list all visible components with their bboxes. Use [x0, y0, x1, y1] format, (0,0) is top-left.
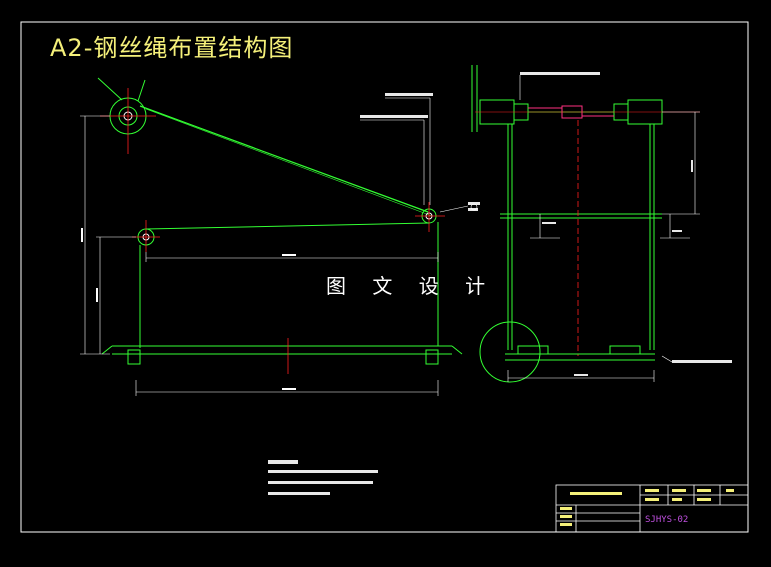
rope-callout-circle [470, 203, 478, 211]
right-dimensions [507, 111, 700, 382]
left-lower-pulley [132, 220, 160, 252]
detail-callout-circle [479, 321, 541, 383]
right-pulley [415, 202, 445, 232]
right-view-base [505, 345, 655, 361]
top-left-pulley [97, 77, 156, 154]
horizontal-wire-rope [145, 222, 430, 230]
sheet-border [20, 21, 749, 533]
drawing-number: SJHYS-02 [645, 515, 689, 525]
base-platform [101, 345, 463, 365]
technical-notes [268, 460, 378, 495]
right-dimension-text-marks [520, 72, 732, 376]
watermark-text: 图 文 设 计 [326, 274, 496, 298]
title-block [555, 484, 749, 533]
side-rails [500, 124, 662, 350]
left-dimension-text-marks [81, 228, 296, 390]
inclined-wire-rope-edge [145, 108, 433, 217]
leader-lines [360, 97, 469, 213]
drawing-title: A2-钢丝绳布置结构图 [50, 34, 294, 62]
left-dimensions [80, 115, 439, 396]
inclined-wire-rope [139, 105, 429, 213]
top-drive-assembly [471, 65, 663, 132]
annotation-text-marks [360, 93, 480, 211]
title-block-text-marks [560, 489, 734, 526]
